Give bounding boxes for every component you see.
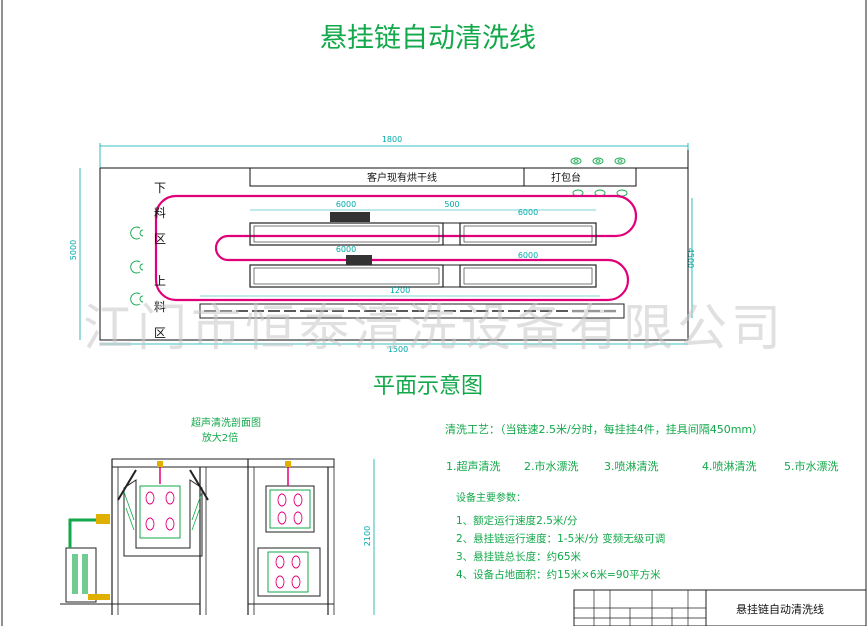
plan-caption: 平面示意图 xyxy=(373,374,483,399)
feed-pipe xyxy=(68,518,100,548)
bottom-dimension-text: 1500 xyxy=(388,345,408,354)
company-watermark: 江门市恒泰清洗设备有限公司 xyxy=(83,299,785,357)
title-block-label: 悬挂链自动清洗线 xyxy=(736,602,824,616)
operator-symbols-left xyxy=(130,226,144,306)
title-block: 悬挂链自动清洗线 xyxy=(573,589,867,626)
params-header: 设备主要参数： xyxy=(456,491,526,504)
left-dimension-text: 5000 xyxy=(69,240,78,260)
right-dimension-text: 4500 xyxy=(686,248,695,268)
tank-row2-right xyxy=(459,264,597,288)
ultrasonic-tank-section xyxy=(123,479,203,557)
tank-row2-gap xyxy=(442,264,461,288)
section-scale: 放大2倍 xyxy=(202,431,238,444)
param-item-3: 3、悬挂链总长度：约65米 xyxy=(456,550,582,563)
tank-row1-right-dim: 6000 xyxy=(518,208,538,217)
process-step-1: 1.超声清洗 xyxy=(446,459,501,473)
tank-row2-right-dim: 6000 xyxy=(518,251,538,260)
unload-zone-char-1: 下 xyxy=(154,181,166,195)
section-view: 超声清洗剖面图 放大2倍 xyxy=(60,416,375,615)
drawing-title: 悬挂链自动清洗线 xyxy=(320,23,536,54)
load-zone-char-3: 区 xyxy=(154,326,166,340)
pump-unit-1 xyxy=(330,212,370,222)
process-step-3: 3.喷淋清洗 xyxy=(604,460,659,473)
param-item-1: 1、额定运行速度2.5米/分 xyxy=(456,514,578,527)
tank-gap-dim: 500 xyxy=(444,200,459,209)
tank-row1-gap xyxy=(442,222,461,246)
unload-zone-char-2: 料 xyxy=(154,206,166,220)
process-step-4: 4.喷淋清洗 xyxy=(702,460,757,473)
pump-assembly xyxy=(65,547,97,603)
lower-conveyor-dim: 1200 xyxy=(390,286,410,295)
param-item-4: 4、设备占地面积：约15米×6米=90平方米 xyxy=(456,568,661,581)
ultrasonic-workpiece-basket xyxy=(139,485,181,539)
conveyor-chain-loop xyxy=(154,194,638,302)
param-item-2: 2、悬挂链运行速度：1-5米/分 变频无级可调 xyxy=(456,532,665,545)
tank-row1-left-dim: 6000 xyxy=(336,200,356,209)
tank-hood xyxy=(117,469,209,501)
process-step-2: 2.市水漂洗 xyxy=(524,459,579,473)
process-step-5: 5.市水漂洗 xyxy=(784,459,839,473)
tank-row1-left xyxy=(249,222,444,246)
load-zone-char-2: 料 xyxy=(154,300,166,314)
process-header: 清洗工艺：（当链速2.5米/分时，每挂挂4件，挂具间隔450mm） xyxy=(445,422,763,436)
rinse-tank-section xyxy=(257,547,321,597)
unload-zone-char-3: 区 xyxy=(154,232,166,246)
plan-view: 1800 5000 4500 客户现有烘干线 打包台 xyxy=(69,135,695,399)
height-dimension-text: 2100 xyxy=(363,526,372,546)
overhead-beam xyxy=(111,458,335,468)
packing-table-box xyxy=(523,167,637,187)
load-zone-char-1: 上 xyxy=(154,274,166,288)
dryer-line-label: 客户现有烘干线 xyxy=(367,171,437,184)
pump-unit-2 xyxy=(346,255,372,265)
spray-tank-section xyxy=(265,485,315,533)
tank-row2-left-dim: 6000 xyxy=(336,245,356,254)
top-dimension-text: 1800 xyxy=(382,135,402,144)
tank-row1-right xyxy=(459,222,597,246)
packing-table-label: 打包台 xyxy=(551,171,581,184)
lower-conveyor-track xyxy=(199,303,625,319)
section-caption: 超声清洗剖面图 xyxy=(191,416,261,429)
